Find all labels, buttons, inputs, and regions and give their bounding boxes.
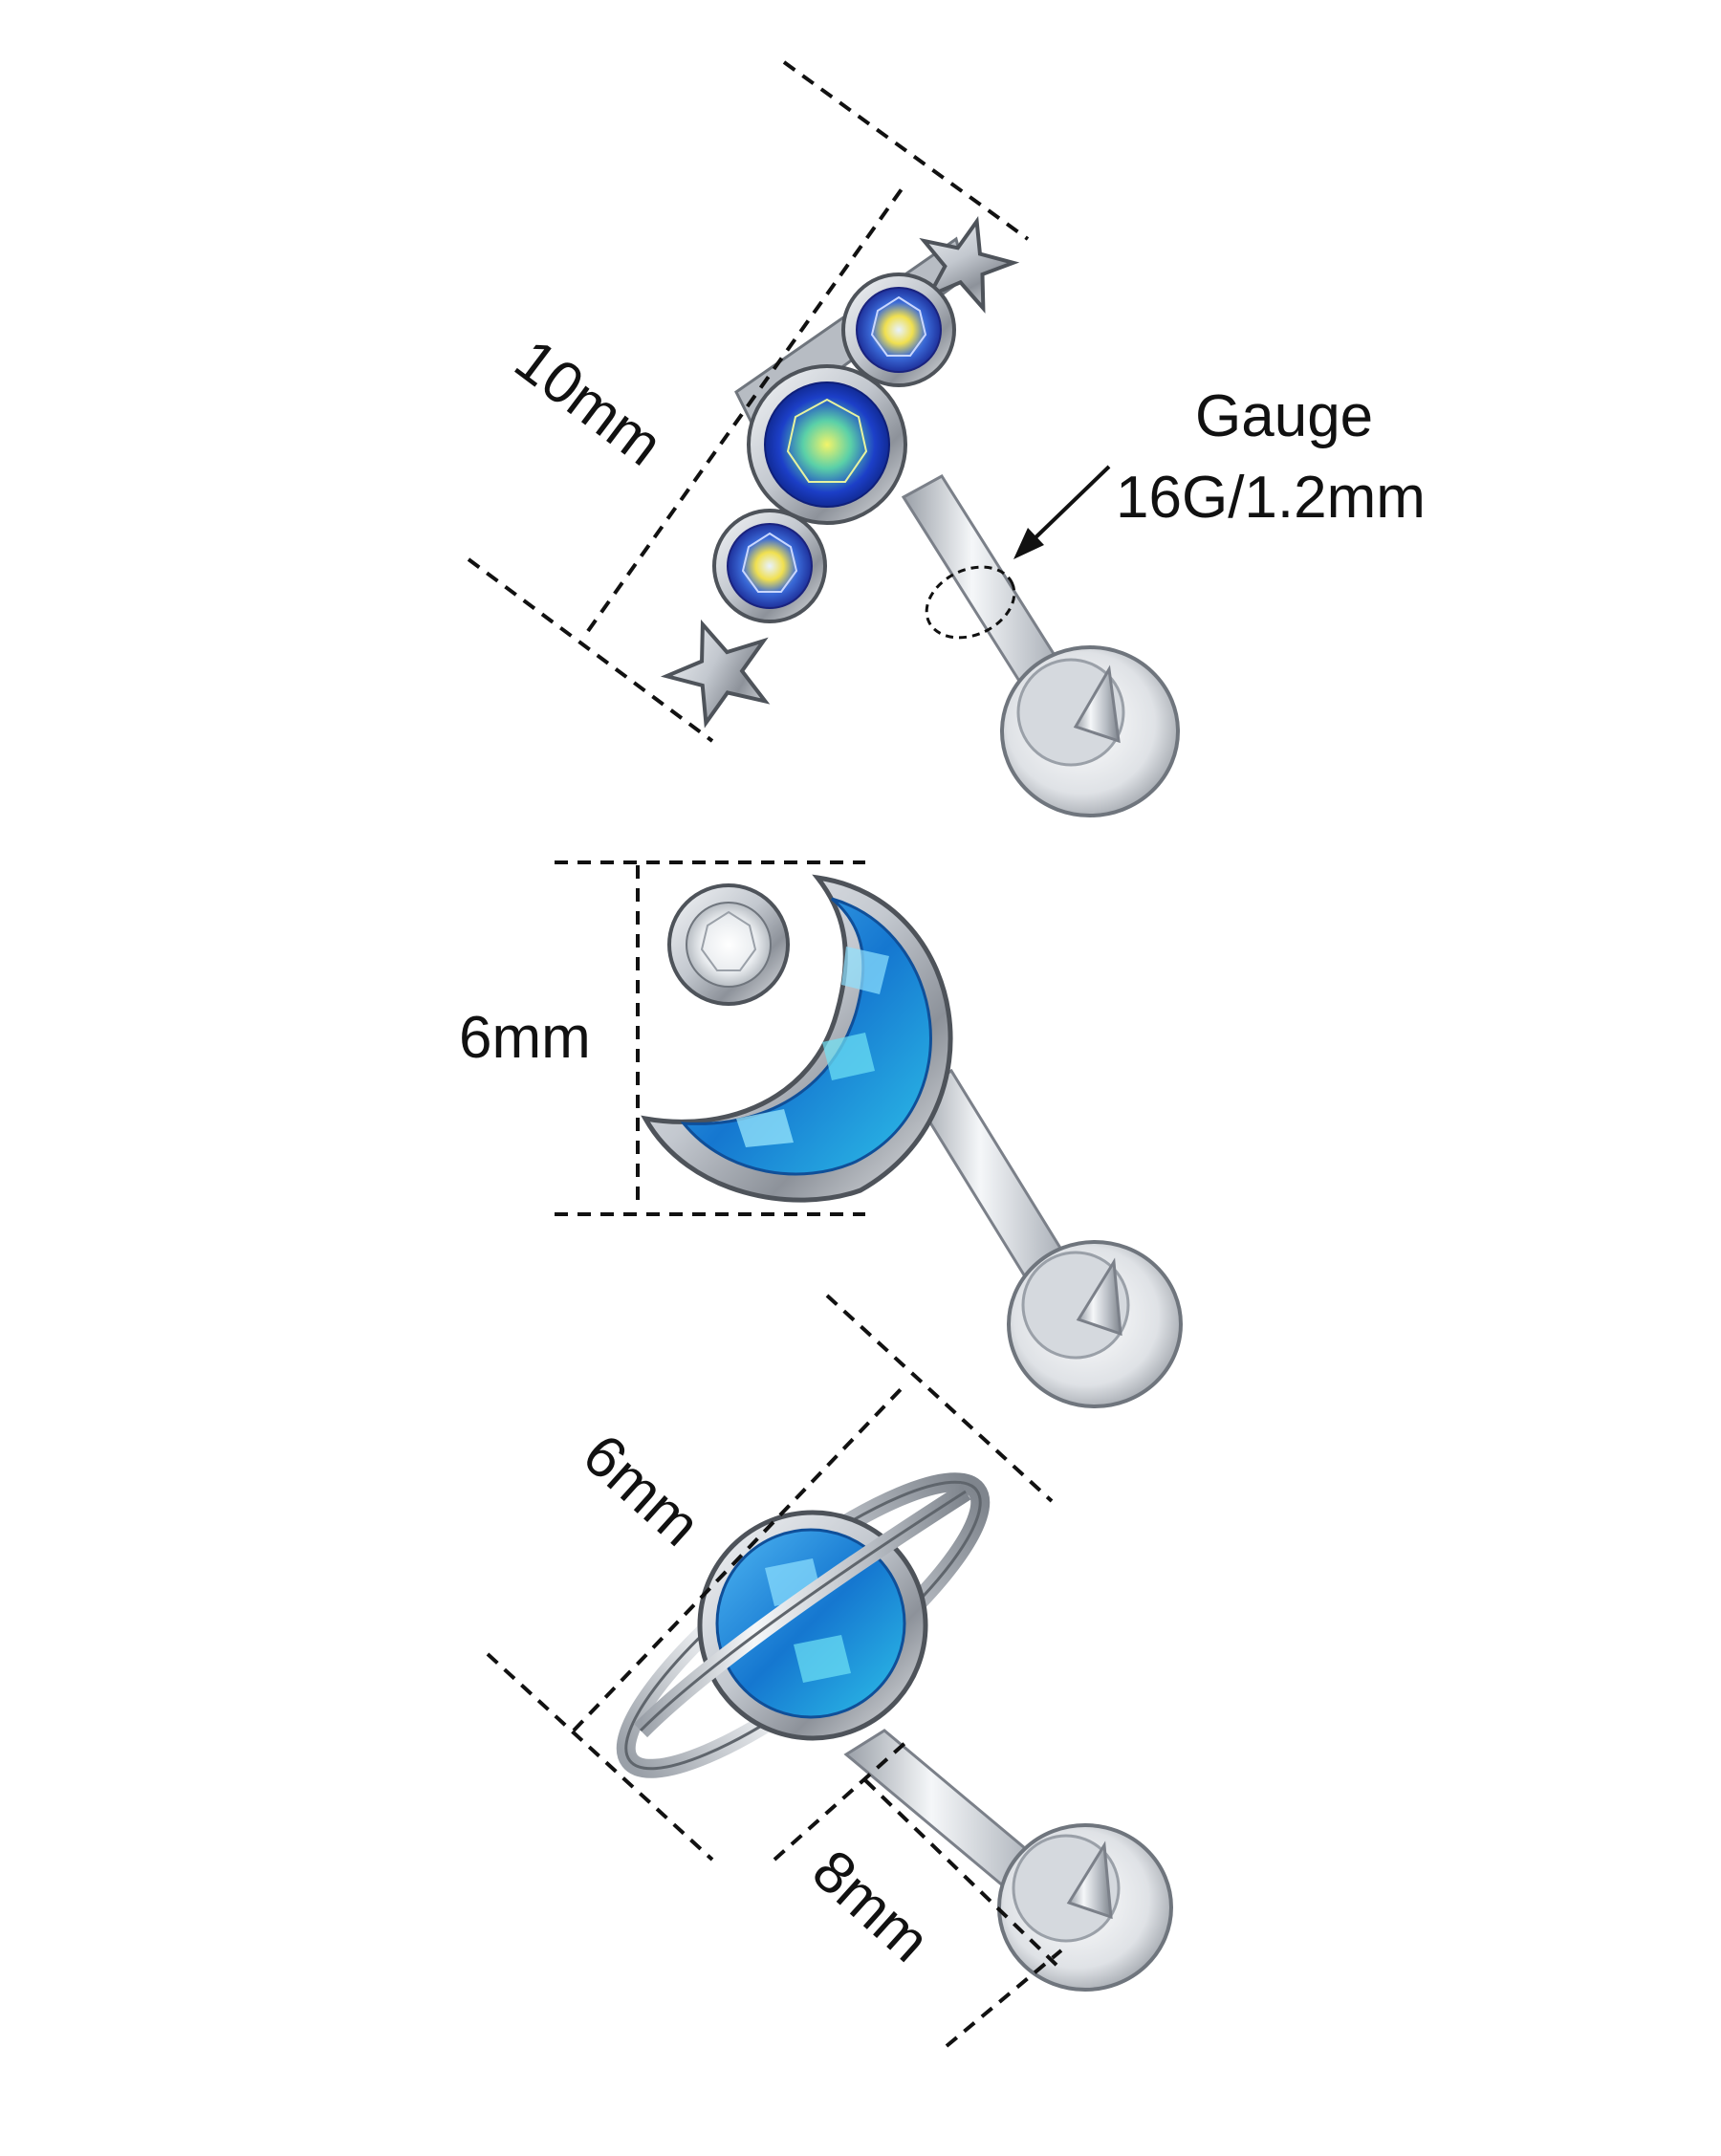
moon-height-dimension <box>555 860 865 1216</box>
clear-crystal <box>667 883 790 1006</box>
star-icon <box>660 619 771 729</box>
moon-opal-stud <box>641 874 1183 1408</box>
crystal-small-bottom <box>712 509 827 623</box>
star-icon <box>919 216 1020 314</box>
gauge-title-label: Gauge <box>1195 383 1374 449</box>
saturn-planet-stud <box>616 1472 1173 1992</box>
crystal-small-top <box>841 272 956 387</box>
crystal-large-center <box>747 364 907 525</box>
bottom-disc-back <box>997 1823 1173 1992</box>
top-disc-back <box>1000 645 1180 817</box>
moon-icon <box>641 874 953 1203</box>
middle-disc-back <box>1007 1240 1183 1408</box>
bar-length-dimension <box>773 1738 1063 2048</box>
gauge-value-label: 16G/1.2mm <box>1116 465 1426 531</box>
star-moon-crystal-stud <box>660 216 1180 817</box>
planet-width-dimension <box>486 1294 1054 1862</box>
top-length-dimension <box>467 60 1030 743</box>
moon-height-label: 6mm <box>459 1005 591 1071</box>
gauge-callout <box>925 465 1111 640</box>
opal-planet <box>697 1510 928 1741</box>
